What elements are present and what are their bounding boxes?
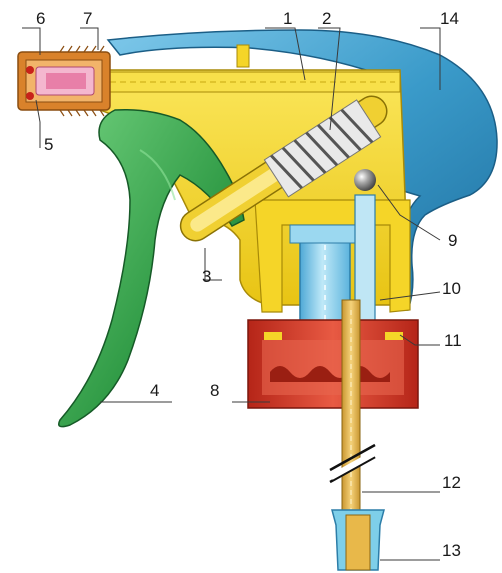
tube-break-marks xyxy=(329,443,376,484)
callout-14: 14 xyxy=(440,9,459,28)
nozzle-seal-top xyxy=(26,66,34,74)
trigger-part xyxy=(58,108,245,428)
callout-7: 7 xyxy=(83,9,92,28)
callout-8: 8 xyxy=(210,381,219,400)
nozzle-seal-bottom xyxy=(26,92,34,100)
callout-13: 13 xyxy=(442,541,461,560)
callout-1: 1 xyxy=(283,9,292,28)
callout-6: 6 xyxy=(36,9,45,28)
vent-post xyxy=(236,44,250,68)
callout-4: 4 xyxy=(150,381,159,400)
check-ball xyxy=(354,169,376,191)
callout-11: 11 xyxy=(444,331,462,350)
callout-3: 3 xyxy=(202,267,211,286)
nozzle-thread xyxy=(59,45,105,117)
callout-9: 9 xyxy=(448,231,457,250)
callout-2: 2 xyxy=(322,9,331,28)
callout-10: 10 xyxy=(442,279,461,298)
lower-body xyxy=(254,199,411,313)
leader-lines xyxy=(22,27,441,561)
callout-5: 5 xyxy=(44,135,53,154)
callout-12: 12 xyxy=(442,473,461,492)
spring-part xyxy=(263,99,382,198)
